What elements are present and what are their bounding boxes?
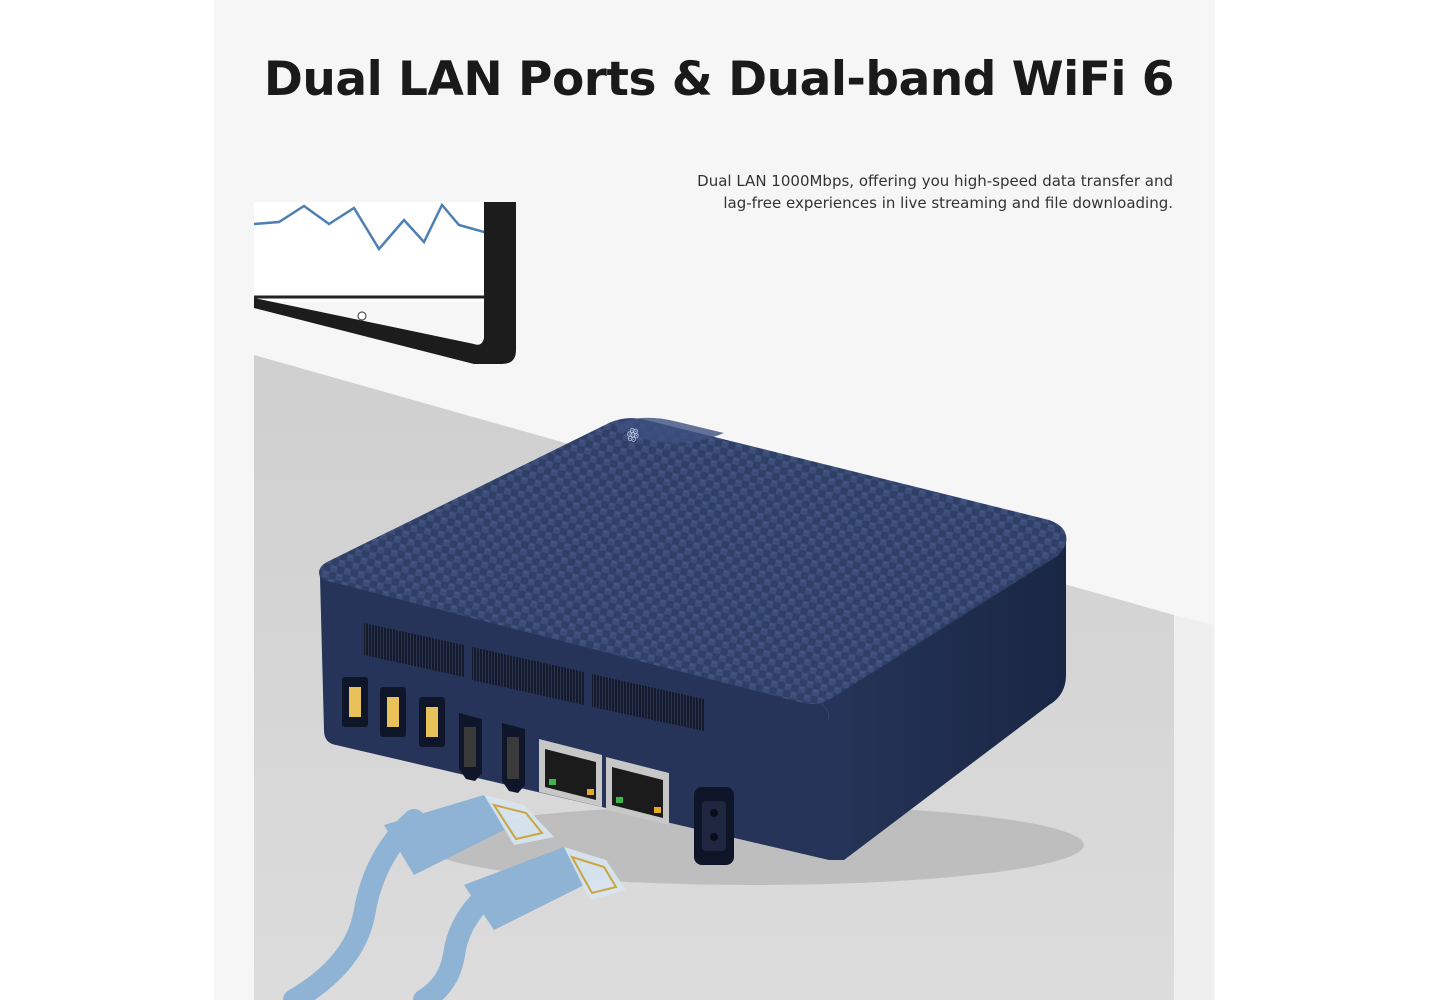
monitor-illustration — [254, 202, 516, 364]
vent-grill-2 — [472, 647, 584, 705]
device-side-face — [814, 535, 1066, 860]
usb-port-3[interactable] — [419, 697, 445, 747]
ethernet-cable-2 — [413, 847, 626, 1000]
feature-description: Dual LAN 1000Mbps, offering you high-spe… — [653, 170, 1173, 214]
hdmi-port-1[interactable] — [459, 713, 482, 781]
brand-logo: ꙮ — [625, 425, 641, 444]
vent-grill-1 — [364, 623, 464, 677]
mini-pc-scene: ꙮ — [254, 355, 1214, 1000]
page-title: Dual LAN Ports & Dual-band WiFi 6 — [263, 52, 1175, 107]
usb-port-1[interactable] — [342, 677, 368, 727]
hdmi-port-2[interactable] — [502, 723, 525, 793]
description-line-1: Dual LAN 1000Mbps, offering you high-spe… — [697, 172, 1173, 190]
device-top-carbon — [319, 418, 1067, 705]
product-banner: Dual LAN Ports & Dual-band WiFi 6 Dual L… — [214, 0, 1215, 1000]
dc-power-port[interactable] — [694, 787, 734, 865]
lan-port-1[interactable] — [539, 739, 602, 807]
description-line-2: lag-free experiences in live streaming a… — [723, 194, 1173, 212]
ethernet-cable-1 — [283, 795, 554, 1000]
lan-port-2[interactable] — [606, 757, 669, 825]
vent-grill-3 — [592, 674, 704, 731]
usb-port-2[interactable] — [380, 687, 406, 737]
